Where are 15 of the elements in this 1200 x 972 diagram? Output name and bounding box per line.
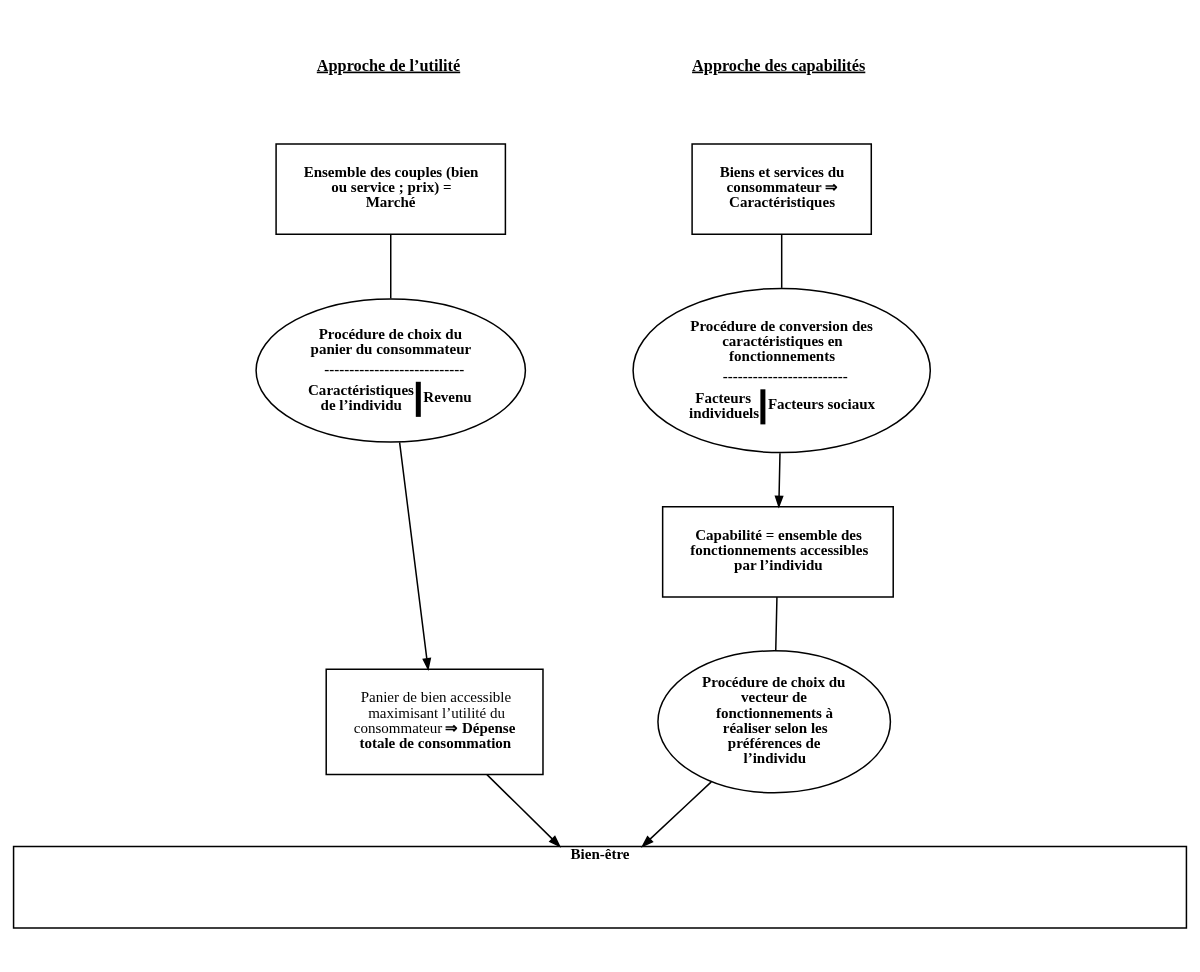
node-box: Capabilité = ensemble des fonctionnements accessibles par l’individu bbox=[661, 505, 894, 598]
node-box: Bien-être bbox=[12, 845, 1188, 929]
arrow bbox=[641, 780, 713, 848]
label: Approche de l’utilité bbox=[316, 55, 461, 75]
node-box: Panier de bien accessible maximisant l’utilité du consommateur ⇒ Dépense totale de consommation bbox=[325, 667, 544, 775]
connector bbox=[390, 233, 392, 299]
arrow bbox=[486, 773, 562, 848]
node-ellipse: Procédure de choix du vecteur de fonctionnements à réaliser selon les préférences de l’individu bbox=[657, 649, 892, 793]
node-box: Ensemble des couples (bien ou service ; prix) = Marché bbox=[275, 142, 507, 235]
node-box: Biens et services du consommateur ⇒ Caractéristiques bbox=[691, 142, 873, 235]
connector bbox=[775, 595, 778, 651]
connector bbox=[780, 233, 783, 289]
label: Approche des capabilités bbox=[692, 55, 866, 75]
arrow bbox=[774, 452, 784, 509]
arrow bbox=[398, 441, 432, 671]
